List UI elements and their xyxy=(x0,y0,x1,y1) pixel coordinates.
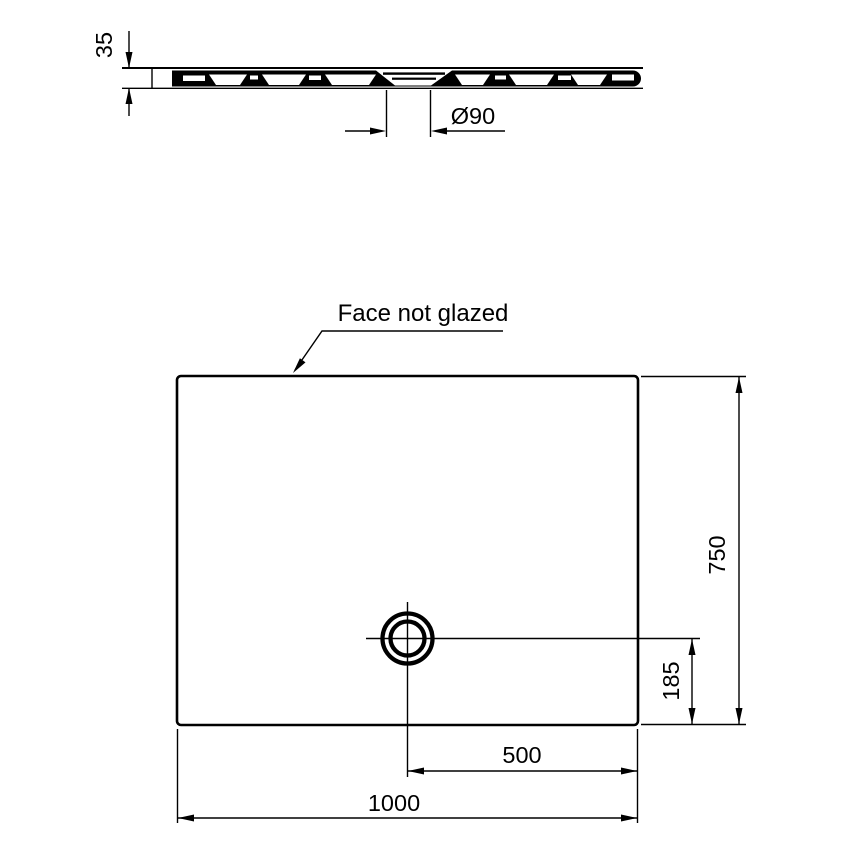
drain-flange-line xyxy=(383,72,445,75)
offset-y-arrow-top xyxy=(688,639,696,655)
drain-offset-x-dimension: 500 xyxy=(408,742,637,775)
width-dimension: 1000 xyxy=(178,790,637,822)
foot-cutout xyxy=(325,74,376,85)
foot-slot xyxy=(612,74,634,81)
plan-view: Face not glazed xyxy=(175,300,700,777)
drain-diameter-label: Ø90 xyxy=(451,103,495,129)
drain-flange-line xyxy=(392,77,436,80)
leader-line xyxy=(294,330,503,371)
foot-slot xyxy=(558,75,571,80)
thickness-label: 35 xyxy=(91,32,117,58)
offset-x-arrow-right xyxy=(621,767,637,775)
thickness-dimension: 35 xyxy=(91,31,133,116)
width-arrow-right xyxy=(621,814,637,822)
drain-recess-lines xyxy=(383,72,445,80)
foot-slot xyxy=(183,75,205,81)
width-arrow-left xyxy=(178,814,194,822)
face-not-glazed-label: Face not glazed xyxy=(338,300,509,327)
height-arrow-bottom xyxy=(735,708,743,724)
drain-arrow-right xyxy=(431,127,447,135)
leader-arrow xyxy=(293,358,306,373)
drain-diameter-dimension: Ø90 xyxy=(345,90,505,137)
foot-cutout xyxy=(509,74,554,85)
foot-cutout xyxy=(209,74,247,85)
drain-offset-y-dimension: 185 xyxy=(658,639,696,724)
foot-cutout xyxy=(262,74,306,85)
thickness-arrow-top xyxy=(125,52,133,68)
height-arrow-top xyxy=(735,377,743,393)
foot-cutout xyxy=(455,74,490,85)
offset-y-arrow-bottom xyxy=(688,708,696,724)
drain-offset-y-label: 185 xyxy=(658,661,684,700)
foot-slot xyxy=(250,75,258,80)
width-dimension-label: 1000 xyxy=(368,790,420,816)
foot-cutout xyxy=(571,74,607,85)
height-dimension-label: 750 xyxy=(704,535,730,574)
foot-slot xyxy=(309,75,321,80)
drain-arrow-left xyxy=(370,127,386,135)
thickness-arrow-bottom xyxy=(125,88,133,104)
height-dimension: 750 xyxy=(641,375,746,726)
drain-circle-outer xyxy=(380,611,435,666)
drain-offset-x-label: 500 xyxy=(502,742,541,768)
drain-circle-inner xyxy=(388,619,427,658)
offset-x-arrow-left xyxy=(408,767,424,775)
foot-slot xyxy=(495,75,506,80)
side-view xyxy=(122,67,643,90)
